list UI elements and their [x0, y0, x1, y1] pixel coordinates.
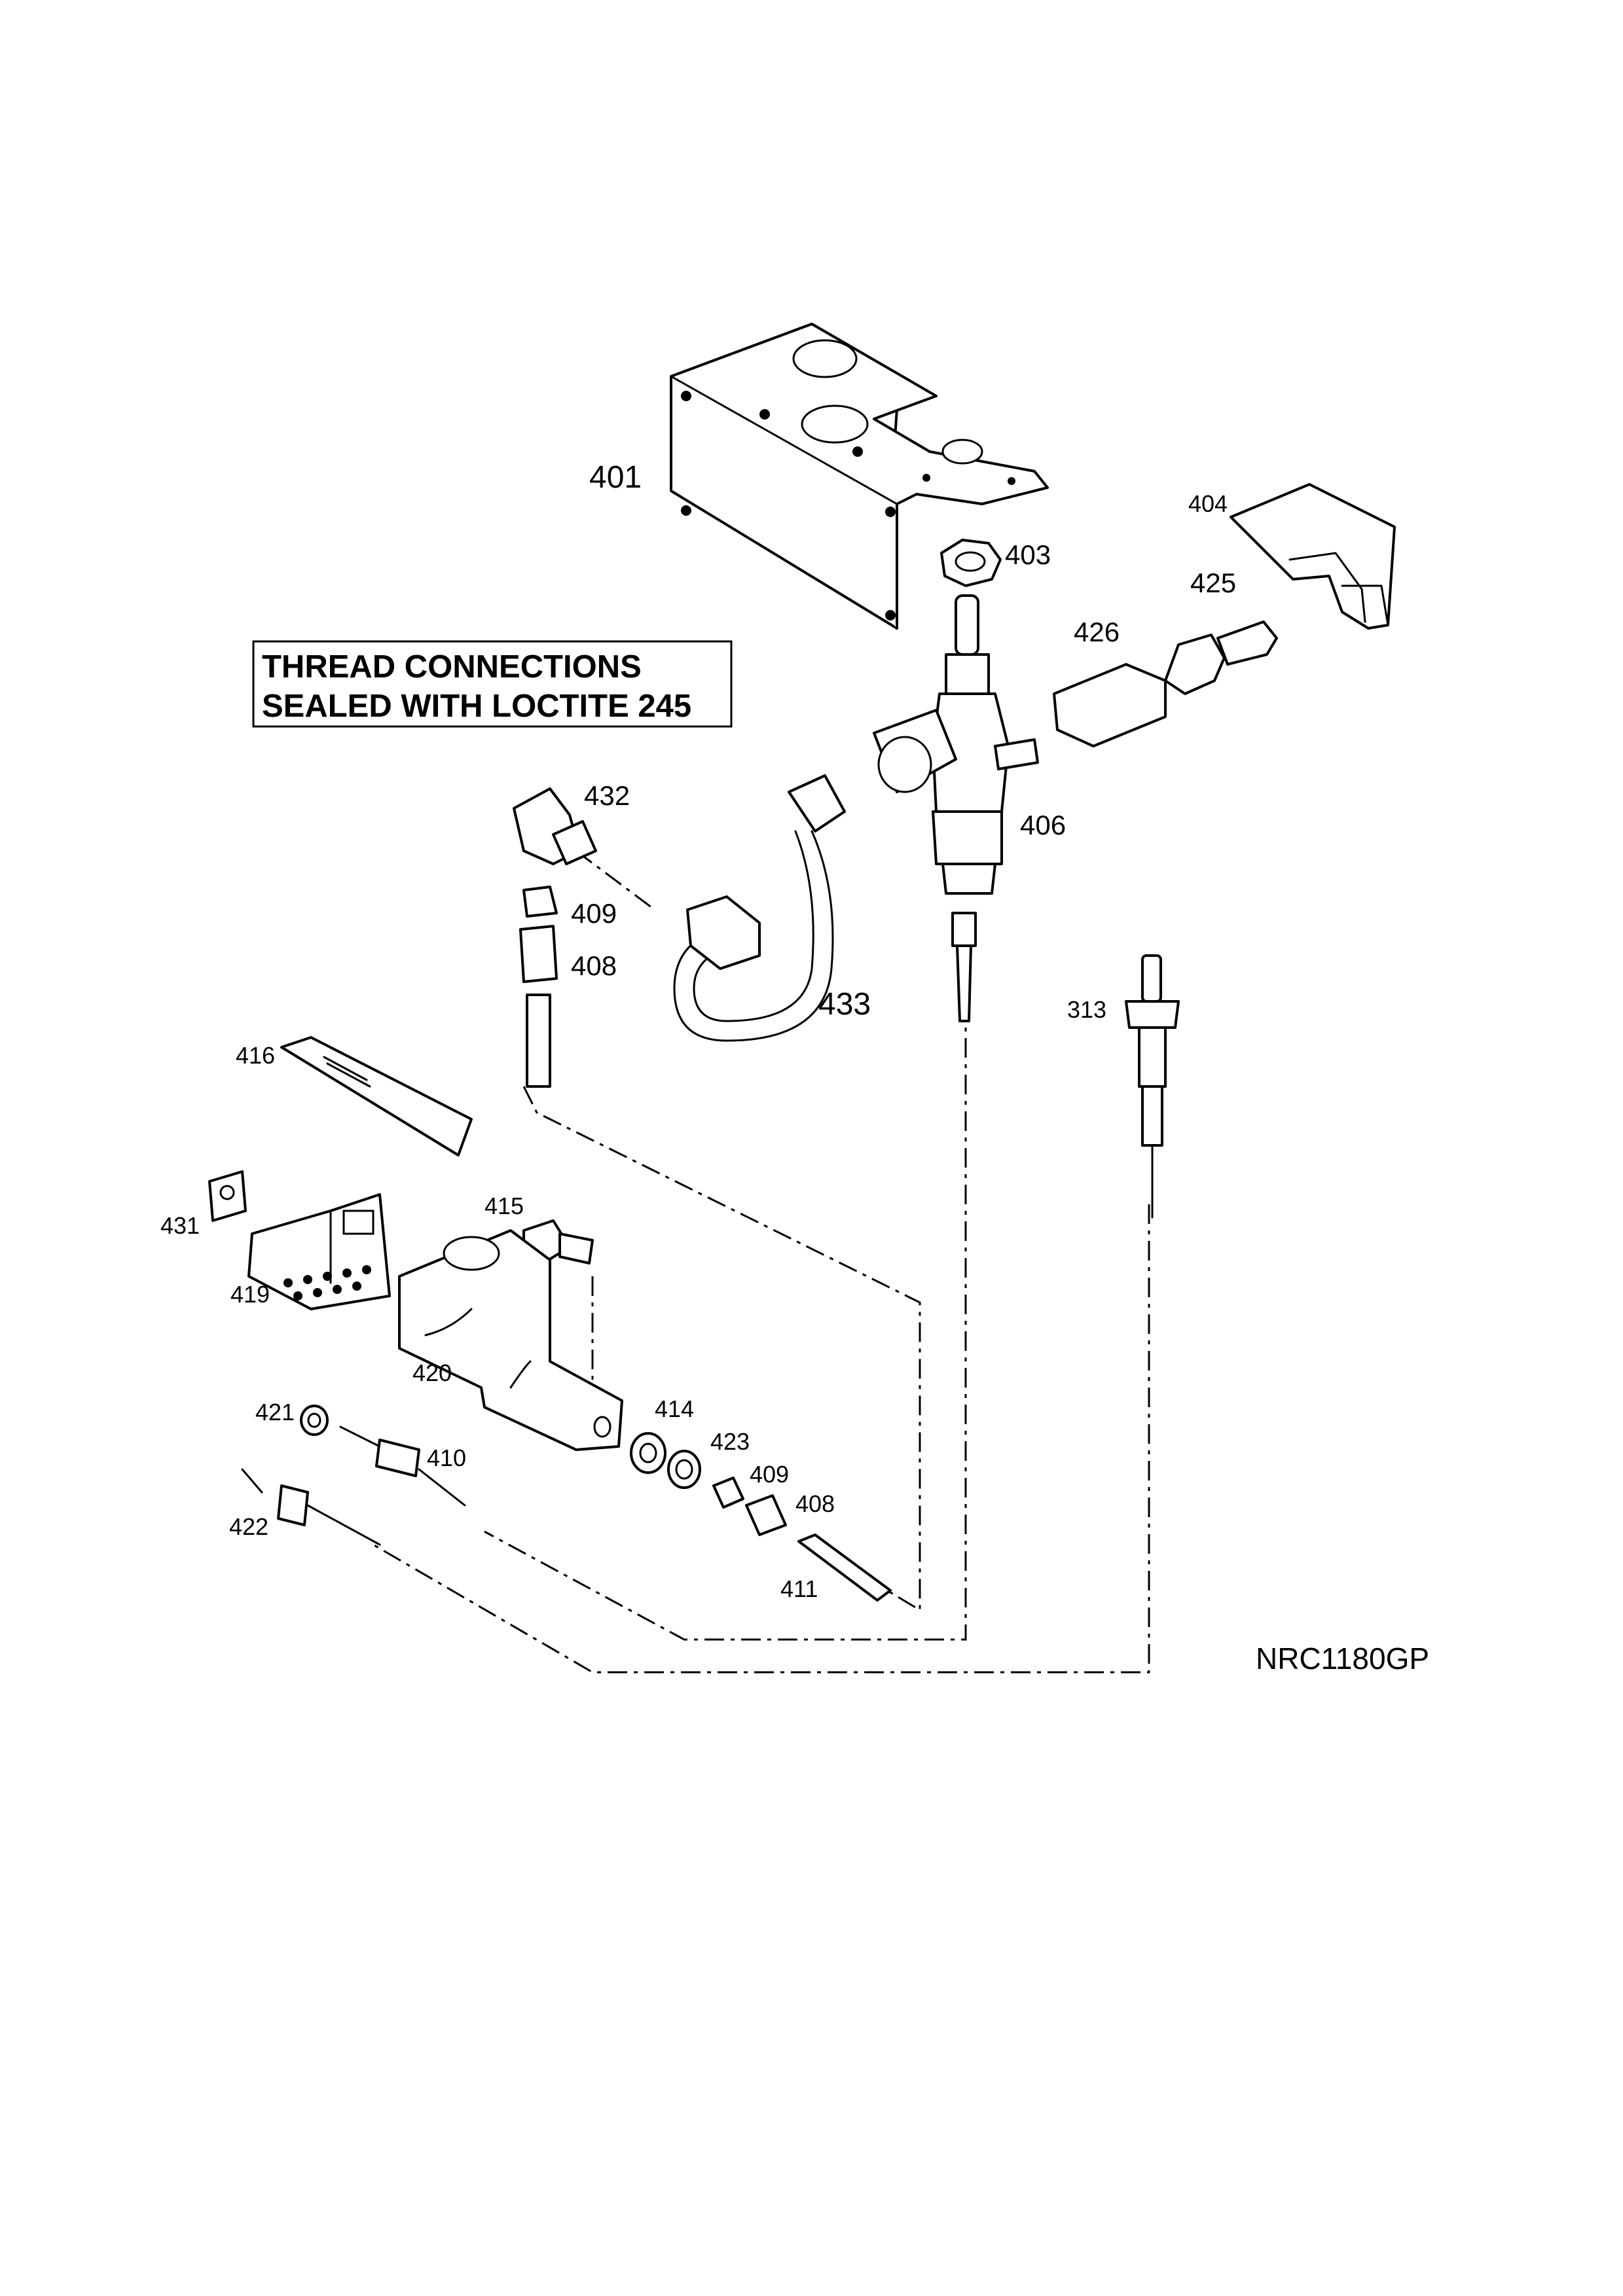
fittings-409-408-upper-drawing	[519, 886, 558, 1088]
label-422: 422	[229, 1513, 268, 1540]
electrode-410-drawing	[339, 1426, 466, 1507]
tube-411-drawing	[797, 1534, 892, 1602]
label-420: 420	[412, 1359, 452, 1386]
pilot-422-drawing	[241, 1468, 381, 1546]
clip-431-drawing	[208, 1170, 247, 1222]
drawing-reference: NRC1180GP	[1256, 1641, 1429, 1676]
note-line-2: SEALED WITH LOCTITE 245	[262, 689, 691, 724]
valve-406-drawing	[873, 594, 1039, 1022]
label-411: 411	[780, 1575, 818, 1602]
nut-403-drawing	[940, 539, 1002, 587]
bracket-420-drawing	[398, 1229, 623, 1451]
igniter-313-drawing	[1125, 954, 1180, 1219]
fittings-409-408-lower-drawing	[712, 1477, 787, 1536]
note-line-1: THREAD CONNECTIONS	[262, 649, 642, 685]
shield-419-drawing	[247, 1193, 391, 1310]
label-408-lower: 408	[795, 1490, 835, 1517]
label-415: 415	[484, 1193, 524, 1219]
label-410: 410	[427, 1444, 466, 1471]
washer-414-drawing	[630, 1432, 666, 1474]
part-labels: 401 403 404 425 426 432 406 409 408 433 …	[160, 460, 1236, 1602]
bracket-401-drawing	[670, 323, 1049, 630]
label-409-upper: 409	[571, 898, 617, 929]
label-421: 421	[255, 1399, 295, 1426]
label-409-lower: 409	[750, 1461, 789, 1488]
label-416: 416	[236, 1042, 275, 1069]
assembly-lines	[373, 850, 1150, 1674]
label-313: 313	[1067, 996, 1106, 1023]
label-433: 433	[818, 987, 871, 1022]
label-401: 401	[589, 460, 642, 495]
label-419: 419	[230, 1281, 270, 1308]
label-431: 431	[160, 1212, 200, 1239]
label-403: 403	[1005, 539, 1051, 570]
washer-423-drawing	[667, 1450, 701, 1489]
bracket-404-drawing	[1230, 483, 1396, 630]
magnet-unit-426-drawing	[1053, 620, 1278, 747]
label-406: 406	[1020, 810, 1066, 840]
plate-416-drawing	[280, 1036, 473, 1157]
label-425: 425	[1190, 567, 1236, 598]
pipe-433-drawing	[673, 774, 846, 1042]
sealing-note: THREAD CONNECTIONS SEALED WITH LOCTITE 2…	[252, 640, 733, 728]
label-423: 423	[710, 1428, 750, 1455]
label-432: 432	[584, 780, 630, 811]
nut-421-drawing	[300, 1405, 329, 1436]
label-426: 426	[1074, 617, 1120, 647]
label-404: 404	[1188, 490, 1228, 517]
elbow-432-drawing	[513, 787, 597, 865]
label-414: 414	[655, 1395, 694, 1422]
label-408-upper: 408	[571, 950, 617, 981]
